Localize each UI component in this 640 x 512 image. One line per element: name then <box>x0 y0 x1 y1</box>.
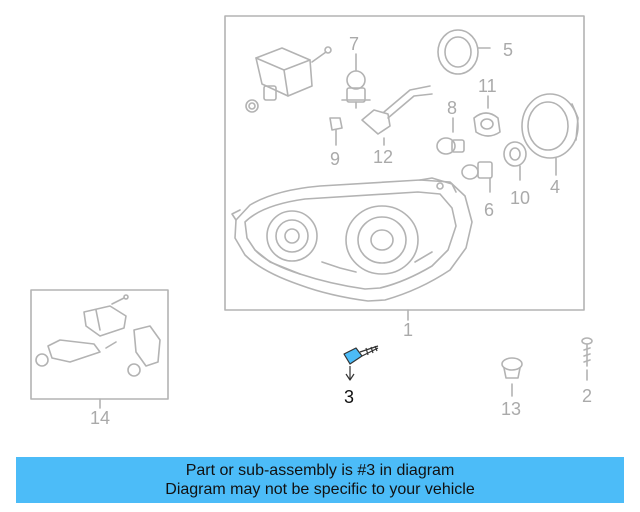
cap-11 <box>473 95 501 137</box>
clip-13 <box>501 357 523 397</box>
bracket-kit <box>35 294 161 377</box>
callout-7: 7 <box>349 34 359 54</box>
callout-11: 11 <box>478 76 497 96</box>
callout-14: 14 <box>90 408 110 428</box>
cover-4 <box>521 93 579 176</box>
banner-line-disclaimer: Diagram may not be specific to your vehi… <box>165 481 475 498</box>
callout-3: 3 <box>344 387 354 407</box>
leveling-motor <box>245 46 332 113</box>
callout-5: 5 <box>503 40 513 60</box>
callout-2: 2 <box>582 386 592 406</box>
callout-4: 4 <box>550 177 560 197</box>
bulb-9 <box>329 117 343 146</box>
callout-1: 1 <box>403 320 413 340</box>
bulb-8 <box>436 117 465 155</box>
callout-10: 10 <box>510 188 530 208</box>
banner-line-part: Part or sub-assembly is #3 in diagram <box>185 462 455 479</box>
bulb-socket-12 <box>361 85 433 146</box>
ring-5 <box>437 29 491 75</box>
bulb-6 <box>461 161 493 193</box>
callout-9: 9 <box>330 149 340 169</box>
callout-8: 8 <box>447 98 457 118</box>
bolt-2 <box>581 337 593 381</box>
headlight-assembly-box <box>224 15 585 311</box>
headlight-housing <box>231 177 473 302</box>
info-banner: Part or sub-assembly is #3 in diagram Di… <box>16 457 624 503</box>
callout-6: 6 <box>484 200 494 220</box>
socket-10 <box>503 141 527 181</box>
callout-13: 13 <box>501 399 521 419</box>
callout-12: 12 <box>373 147 393 167</box>
bulb-7 <box>341 53 371 109</box>
screw-3-highlighted[interactable] <box>343 345 379 381</box>
